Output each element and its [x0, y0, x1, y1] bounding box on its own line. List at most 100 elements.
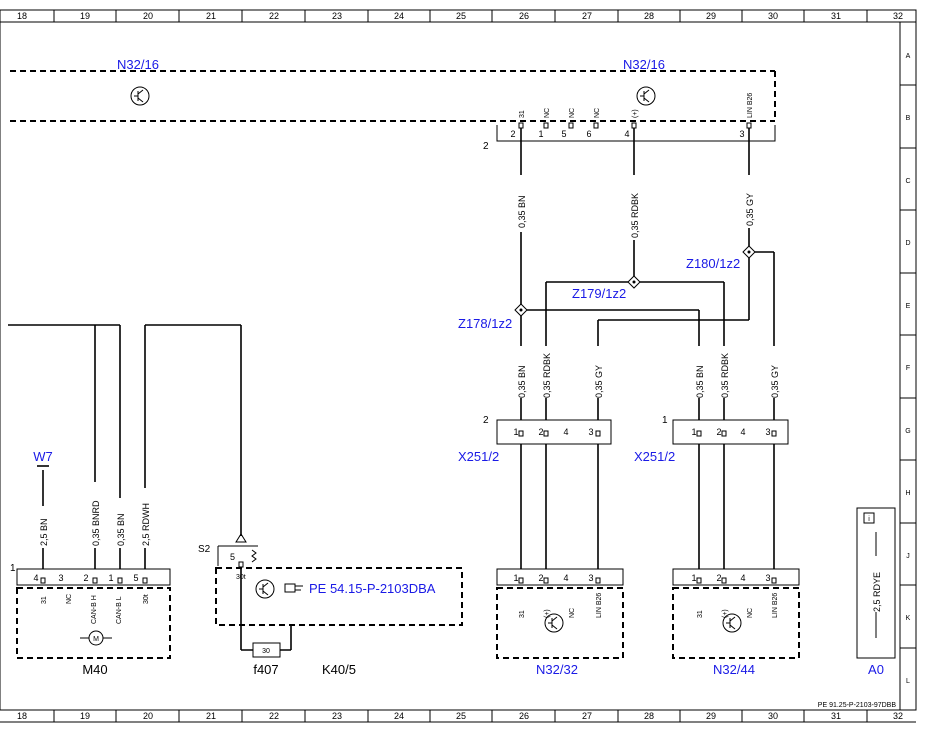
- module-label: K40/5: [322, 662, 356, 677]
- col-label: 30: [768, 711, 778, 721]
- col-label: 31: [831, 711, 841, 721]
- splice-z178: Z178/1z2: [458, 303, 528, 331]
- wire-bn-top: 0,35 BN: [517, 128, 527, 306]
- splice-label: Z179/1z2: [572, 286, 626, 301]
- middle-wire-labels: 0,35 BN 0,35 RDBK 0,35 GY 0,35 BN 0,35 R…: [517, 353, 780, 398]
- fuse-f407: 30 f407 K40/5: [252, 642, 356, 677]
- row-labels: A B C D E F G H J K L: [905, 53, 910, 685]
- svg-text:3: 3: [588, 427, 593, 437]
- svg-text:(+): (+): [722, 609, 729, 618]
- wire-rdbk-top: 0,35 RDBK: [630, 128, 640, 276]
- pin-label: (+): [632, 109, 639, 118]
- module-label: N32/44: [713, 662, 755, 677]
- pin-number: 5: [561, 129, 566, 139]
- svg-text:31: 31: [519, 610, 526, 618]
- module-label: M40: [82, 662, 107, 677]
- splice-z180: Z180/1z2: [686, 245, 756, 271]
- module-label: A0: [868, 662, 884, 677]
- fuse-label: f407: [253, 662, 278, 677]
- connector-x251-right: 1 1 2 4 3 X251/2: [634, 415, 789, 464]
- svg-text:1: 1: [691, 573, 696, 583]
- wire-gy-top: 0,35 GY: [745, 128, 755, 246]
- svg-text:0,35 GY: 0,35 GY: [745, 193, 755, 226]
- svg-text:1: 1: [513, 427, 518, 437]
- row-label: A: [906, 53, 911, 60]
- col-label: 22: [269, 711, 279, 721]
- splice-label: Z178/1z2: [458, 316, 512, 331]
- svg-text:4: 4: [740, 573, 745, 583]
- col-label: 21: [206, 11, 216, 21]
- col-label: 29: [706, 711, 716, 721]
- ground-w7: W7: [33, 449, 53, 467]
- border-frame: [0, 9, 917, 723]
- pin-label: NC: [594, 108, 601, 118]
- svg-text:NC: NC: [569, 608, 576, 618]
- a0-component: i 2,5 RDYE A0: [856, 507, 896, 677]
- col-label: 18: [17, 11, 27, 21]
- col-label: 32: [893, 11, 903, 21]
- svg-text:0,35 RDBK: 0,35 RDBK: [630, 193, 640, 238]
- svg-text:2: 2: [83, 573, 88, 583]
- pin-number: 2: [510, 129, 515, 139]
- n32-44-module: 1 2 4 3 31 (+) NC LIN B26 N32/44: [672, 568, 800, 677]
- pin-label: LIN B26: [747, 93, 754, 118]
- svg-text:5: 5: [133, 573, 138, 583]
- connector-label: X251/2: [458, 449, 499, 464]
- svg-text:0,35 BNRD: 0,35 BNRD: [91, 500, 101, 546]
- splice-label: Z180/1z2: [686, 256, 740, 271]
- col-label: 23: [332, 711, 342, 721]
- col-label: 25: [456, 711, 466, 721]
- pin-label: 31: [519, 110, 526, 118]
- pointing-hand-icon: [284, 583, 303, 593]
- svg-text:(+): (+): [544, 609, 551, 618]
- row-label: C: [905, 178, 910, 185]
- svg-text:30t: 30t: [143, 594, 150, 604]
- col-label: 19: [80, 711, 90, 721]
- n32-16-label-right: N32/16: [623, 57, 665, 72]
- fuse-value: 30: [262, 648, 270, 655]
- transistor-icon: [544, 613, 564, 633]
- svg-text:1: 1: [108, 573, 113, 583]
- svg-text:0,35 BN: 0,35 BN: [517, 195, 527, 228]
- row-label: J: [906, 553, 910, 560]
- col-label: 28: [644, 11, 654, 21]
- svg-text:0,35 GY: 0,35 GY: [594, 365, 604, 398]
- switch-label: S2: [198, 544, 211, 555]
- transistor-icon: [255, 579, 275, 599]
- svg-text:2: 2: [716, 573, 721, 583]
- row-label: G: [905, 428, 910, 435]
- n32-32-module: 1 2 4 3 31 (+) NC LIN B26 N32/32: [496, 568, 624, 677]
- svg-text:2,5 BN: 2,5 BN: [39, 518, 49, 546]
- transistor-icon: [722, 613, 742, 633]
- n32-16-label-left: N32/16: [117, 57, 159, 72]
- motor-icon: M: [80, 630, 112, 646]
- svg-text:3: 3: [588, 573, 593, 583]
- col-label: 18: [17, 711, 27, 721]
- transistor-icon: [636, 86, 656, 106]
- column-labels: 18 19 20 21 22 23 24 25 26 27 28 29 30 3…: [17, 11, 903, 721]
- reference-link[interactable]: PE 54.15-P-2103DBA: [309, 581, 436, 596]
- pin-number: 6: [586, 129, 591, 139]
- col-label: 28: [644, 711, 654, 721]
- row-label: D: [905, 240, 910, 247]
- svg-text:0,35 BN: 0,35 BN: [116, 513, 126, 546]
- svg-text:NC: NC: [747, 608, 754, 618]
- svg-text:3: 3: [765, 573, 770, 583]
- svg-text:31: 31: [697, 610, 704, 618]
- svg-text:1: 1: [513, 573, 518, 583]
- connector-x251-left: 2 1 2 4 3 X251/2: [458, 415, 612, 464]
- connector-number: 2: [483, 415, 489, 426]
- connector-number: 1: [662, 415, 668, 426]
- svg-text:1: 1: [691, 427, 696, 437]
- row-label: B: [906, 115, 911, 122]
- col-label: 22: [269, 11, 279, 21]
- svg-text:4: 4: [563, 573, 568, 583]
- svg-text:4: 4: [740, 427, 745, 437]
- svg-text:0,35 GY: 0,35 GY: [770, 365, 780, 398]
- col-label: 32: [893, 711, 903, 721]
- svg-text:0,35 RDBK: 0,35 RDBK: [720, 353, 730, 398]
- col-label: 30: [768, 11, 778, 21]
- col-label: 26: [519, 11, 529, 21]
- col-label: 27: [582, 711, 592, 721]
